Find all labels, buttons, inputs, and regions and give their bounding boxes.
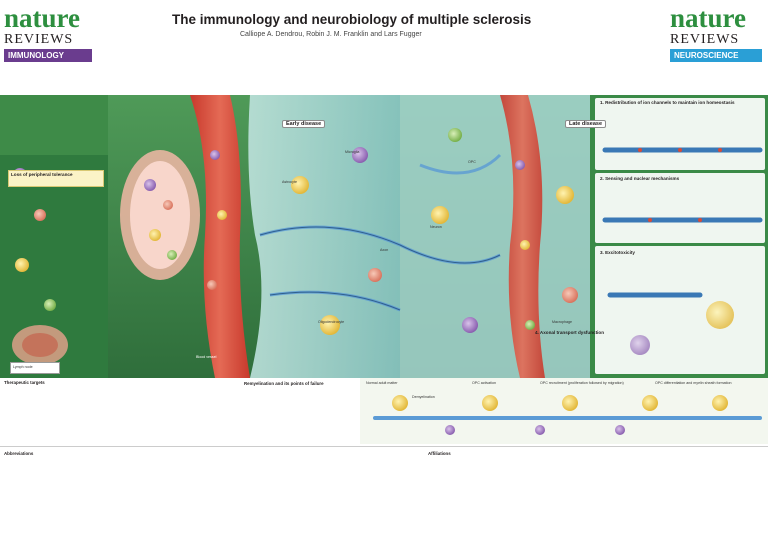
right-panel-1-title: 1. Redistribution of ion channels to mai…	[600, 100, 735, 105]
page-title: The immunology and neurobiology of multi…	[172, 12, 532, 27]
intro-right	[390, 44, 602, 92]
label-astrocyte: Astrocyte	[282, 180, 297, 184]
opc-differentiation-label: OPC differentiation and myelin sheath fo…	[655, 381, 732, 385]
demyelination-label: Demyelination	[412, 395, 435, 399]
abbreviations: Abbreviations	[4, 451, 424, 456]
early-disease-label: Early disease	[282, 120, 326, 128]
main-diagram	[0, 95, 768, 378]
left-logo-band: IMMUNOLOGY	[4, 49, 92, 62]
right-logo-reviews: REVIEWS	[670, 32, 740, 47]
right-logo: nature REVIEWS NEUROSCIENCE	[670, 5, 766, 62]
right-logo-word: nature	[670, 3, 747, 33]
affiliations-title: Affiliations	[428, 451, 451, 456]
label-blood-vessel: Blood vessel	[196, 355, 217, 359]
affiliations: Affiliations	[428, 451, 668, 456]
remyelination-title: Remyelination and its points of failure	[244, 381, 324, 386]
loss-tolerance-title: Loss of peripheral tolerance	[11, 171, 73, 177]
late-disease-label: Late disease	[565, 120, 607, 128]
label-macrophage: Macrophage	[552, 320, 572, 324]
left-logo-reviews: REVIEWS	[4, 32, 74, 47]
right-panel-3-title: 3. Excitotoxicity	[600, 250, 635, 255]
lymph-node-box: Lymph node	[10, 362, 60, 374]
opc-recruitment-label: OPC recruitment (proliferation followed …	[540, 381, 624, 385]
therapeutic-targets-title: Therapeutic targets	[4, 380, 45, 385]
loss-tolerance-box: Loss of peripheral tolerance	[8, 170, 104, 187]
left-logo: nature REVIEWS IMMUNOLOGY	[4, 5, 100, 62]
right-panel-4-title: 4. Axonal transport dysfunction	[535, 330, 604, 335]
label-opc: OPC	[468, 160, 476, 164]
label-oligodendrocyte: Oligodendrocyte	[318, 320, 345, 324]
acknowledgements	[672, 451, 764, 531]
normal-adult-label: Normal adult matter	[366, 381, 398, 385]
footer: Abbreviations Affiliations	[0, 446, 768, 533]
authors: Calliope A. Dendrou, Robin J. M. Frankli…	[240, 31, 422, 38]
abbreviations-title: Abbreviations	[4, 451, 34, 456]
left-logo-word: nature	[4, 3, 81, 33]
remyelination-strip	[240, 378, 768, 444]
therapeutic-targets: Therapeutic targets	[4, 380, 238, 438]
label-axon: Axon	[380, 248, 389, 252]
lymph-node-label: Lymph node	[13, 364, 33, 369]
right-panel-2-title: 2. Sensing and nuclear mechanisms	[600, 176, 680, 181]
label-microglia: Microglia	[345, 150, 360, 154]
right-logo-band: NEUROSCIENCE	[670, 49, 762, 62]
label-neuron: Neuron	[430, 225, 442, 229]
intro-left	[172, 44, 387, 92]
opc-activation-label: OPC activation	[472, 381, 496, 385]
